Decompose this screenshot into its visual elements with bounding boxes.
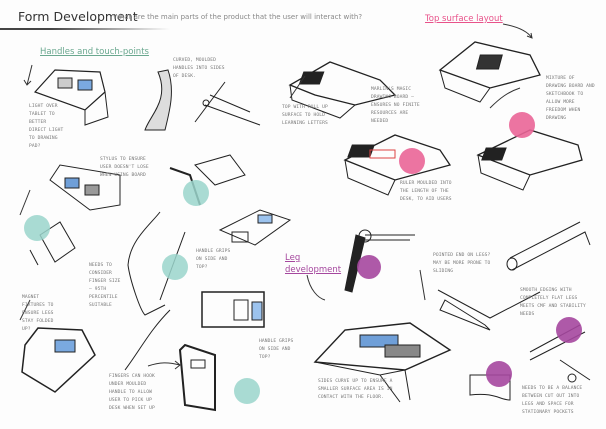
- note-light-over-tablet: Light over tablet to better direct light…: [29, 104, 64, 149]
- smooth-leg-sketch: [506, 221, 591, 271]
- desk-sketch-top-1: [288, 61, 397, 119]
- handle-side-sketch: [201, 291, 265, 328]
- note-stylus: Stylus to ensure user doesn't lose when …: [100, 157, 149, 178]
- note-fingers-hook: Fingers can hook under moulded handle to…: [109, 374, 155, 411]
- note-handle-grips-2: Handle grips on side and top?: [259, 339, 294, 360]
- carry-handle-sketch: [178, 343, 216, 412]
- section-handles: Handles and touch-points: [40, 47, 149, 57]
- handle-corner-sketch: [194, 81, 261, 126]
- highlight-dot-teal: [162, 254, 188, 280]
- note-pointed-end: Pointed end on legs? May be more prone t…: [433, 253, 491, 274]
- highlight-dot-teal: [183, 180, 209, 206]
- hand-sketch: [124, 211, 186, 371]
- section-leg-development: Leg development: [285, 253, 342, 275]
- highlight-dot-purple: [556, 317, 582, 343]
- note-finger-size: Needs to consider finger size – 95th per…: [89, 263, 121, 308]
- leg-magnet-sketch: [29, 221, 76, 266]
- handle-profile-sketch: [144, 69, 172, 131]
- note-ruler: Ruler moulded into the length of the des…: [400, 181, 452, 202]
- arrows: [19, 23, 533, 370]
- folded-desk-sketch: [21, 327, 96, 393]
- note-magic-drawing-board: Marlin's magic drawing board – ensures n…: [371, 87, 420, 124]
- highlight-dot-teal: [234, 378, 260, 404]
- note-smooth-edging: Smooth edging with completely flat legs …: [520, 288, 586, 317]
- note-curved-handles: Curved, moulded handles into sides of de…: [173, 58, 225, 79]
- desk-sketch-mixture: [476, 129, 583, 191]
- highlight-dot-pink: [399, 148, 425, 174]
- note-pull-up-surface: Top with pull up surface to hold learnin…: [282, 105, 328, 126]
- leg-side-sketch: [344, 229, 415, 293]
- desk-sketch-top-2: [438, 41, 541, 103]
- note-mixture: Mixture of drawing board and sketchbook …: [546, 76, 595, 121]
- note-sides-curve: Sides curve up to ensure a smaller surfa…: [318, 379, 393, 400]
- desk-leg-sketch: [313, 322, 452, 403]
- desk-top-sketch: [49, 164, 121, 211]
- highlight-dot-pink: [509, 112, 535, 138]
- section-top-surface-layout: Top surface layout: [425, 14, 503, 24]
- highlight-dot-purple: [357, 255, 381, 279]
- note-magnet: Magnet fixtures to ensure legs stay fold…: [22, 295, 54, 332]
- title-underline: [0, 28, 170, 30]
- desk-sketch-ruler: [343, 134, 452, 196]
- highlight-dot-teal: [24, 215, 50, 241]
- cutout-leg-sketch: [469, 374, 511, 401]
- highlight-dot-purple: [486, 361, 512, 387]
- note-handle-grips-1: Handle grips on side and top?: [196, 249, 231, 270]
- pointed-leg-sketch: [437, 289, 541, 331]
- handle-grip-sketch: [218, 209, 292, 246]
- tablet-light-sketch: [33, 69, 109, 126]
- page-subtitle: What are the main parts of the product t…: [113, 13, 363, 21]
- note-balance: Needs to be a balance between cut out in…: [522, 386, 583, 415]
- page-title: Form Development: [18, 9, 138, 24]
